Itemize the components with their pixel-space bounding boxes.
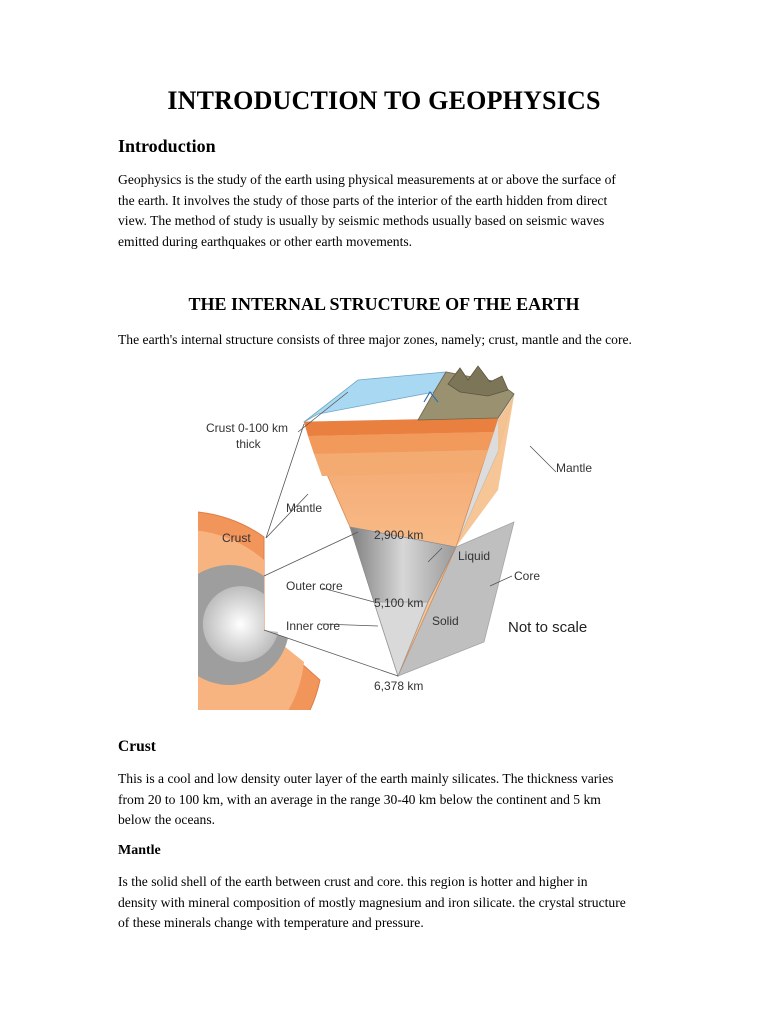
crust-paragraph: This is a cool and low density outer lay…	[118, 769, 668, 831]
depth-2900-label: 2,900 km	[374, 528, 423, 542]
globe-cross-section	[42, 510, 321, 792]
introduction-line: view. The method of study is usually by …	[118, 213, 605, 228]
crust-heading: Crust	[118, 738, 156, 755]
core-label: Core	[514, 569, 540, 583]
crust-thickness-label-line2: thick	[236, 437, 262, 451]
crust-thickness-label: Crust 0-100 km	[206, 421, 288, 435]
not-to-scale-label: Not to scale	[508, 619, 587, 636]
crust-line: from 20 to 100 km, with an average in th…	[118, 791, 601, 807]
mantle-left-label: Mantle	[286, 501, 322, 515]
leader-lines	[263, 391, 557, 677]
crust-line: below the oceans.	[118, 812, 216, 827]
earth-structure-diagram: Crust 0-100 km thick Mantle Crust 2,900 …	[42, 362, 612, 792]
depth-5100-label: 5,100 km	[374, 596, 423, 610]
introduction-line: emitted during earthquakes or other eart…	[118, 233, 413, 249]
depth-6378-label: 6,378 km	[374, 679, 423, 693]
inner-core-label: Inner core	[286, 619, 340, 633]
introduction-heading: Introduction	[118, 136, 216, 156]
earth-wedge-block	[303, 365, 515, 678]
internal-structure-heading: THE INTERNAL STRUCTURE OF THE EARTH	[188, 294, 580, 314]
diagram-labels: Crust 0-100 km thick Mantle Crust 2,900 …	[206, 421, 592, 693]
outer-core-label: Outer core	[286, 579, 343, 593]
mantle-paragraph: Is the solid shell of the earth between …	[118, 872, 668, 934]
crust-line: This is a cool and low density outer lay…	[118, 771, 614, 786]
crust-label: Crust	[222, 531, 251, 545]
solid-label: Solid	[432, 614, 459, 628]
mantle-line: Is the solid shell of the earth between …	[118, 874, 588, 889]
document-title: INTRODUCTION TO GEOPHYSICS	[167, 86, 601, 115]
introduction-line: Geophysics is the study of the earth usi…	[118, 172, 616, 187]
introduction-paragraph: Geophysics is the study of the earth usi…	[118, 170, 658, 252]
mantle-heading: Mantle	[118, 843, 161, 858]
mantle-line: of these minerals change with temperatur…	[118, 915, 424, 930]
internal-structure-paragraph: The earth's internal structure consists …	[118, 332, 632, 347]
mantle-right-label: Mantle	[556, 461, 592, 475]
introduction-line: the earth. It involves the study of thos…	[118, 192, 608, 208]
mantle-line: density with mineral composition of most…	[118, 894, 626, 910]
liquid-label: Liquid	[458, 549, 490, 563]
